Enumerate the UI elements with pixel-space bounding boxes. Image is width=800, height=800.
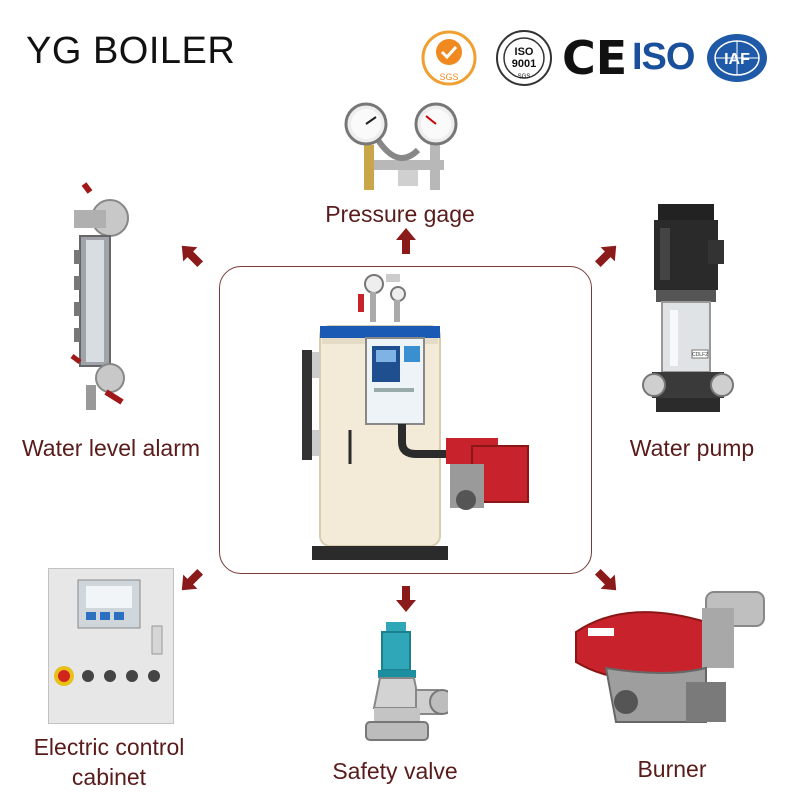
- iaf-certification-logo: IAF: [704, 28, 770, 88]
- electric-control-cabinet-label: Electric control cabinet: [8, 732, 210, 792]
- electric-control-cabinet-label-line1: Electric control: [33, 734, 185, 760]
- arrow-down-left-icon: [176, 566, 206, 596]
- water-pump-label: Water pump: [629, 435, 755, 461]
- burner-image: [566, 582, 772, 742]
- arrow-up-icon: [391, 226, 421, 256]
- ce-certification-logo: CE: [562, 31, 628, 85]
- svg-text:IAF: IAF: [724, 51, 750, 68]
- svg-text:9001: 9001: [512, 58, 536, 70]
- electric-control-cabinet-label-line2: cabinet: [71, 764, 147, 790]
- arrow-down-icon: [391, 584, 421, 614]
- sgs-certification-logo: SGS: [416, 28, 482, 88]
- arrow-up-left-icon: [176, 240, 206, 270]
- iso-certification-logo: ISO: [632, 36, 695, 78]
- water-level-alarm-label: Water level alarm: [21, 435, 201, 461]
- pressure-gage-label: Pressure gage: [325, 201, 475, 227]
- svg-text:ISO: ISO: [515, 46, 534, 58]
- arrow-up-right-icon: [592, 240, 622, 270]
- sgs-text: SGS: [439, 72, 458, 82]
- svg-text:SGS: SGS: [518, 74, 531, 80]
- pressure-gage-image: [338, 100, 468, 200]
- brand-title: YG BOILER: [26, 30, 236, 72]
- electric-control-cabinet-image: [48, 568, 174, 724]
- water-level-alarm-image: [66, 180, 146, 420]
- safety-valve-label: Safety valve: [332, 758, 458, 784]
- pump-badge: CDLF2: [692, 352, 708, 358]
- iso9001-certification-logo: ISO 9001 SGS: [494, 28, 554, 88]
- steam-boiler-image: [290, 270, 550, 570]
- burner-label: Burner: [637, 756, 707, 782]
- safety-valve-image: [352, 618, 448, 750]
- arrow-down-right-icon: [592, 566, 622, 596]
- water-pump-image: CDLF2: [640, 200, 740, 420]
